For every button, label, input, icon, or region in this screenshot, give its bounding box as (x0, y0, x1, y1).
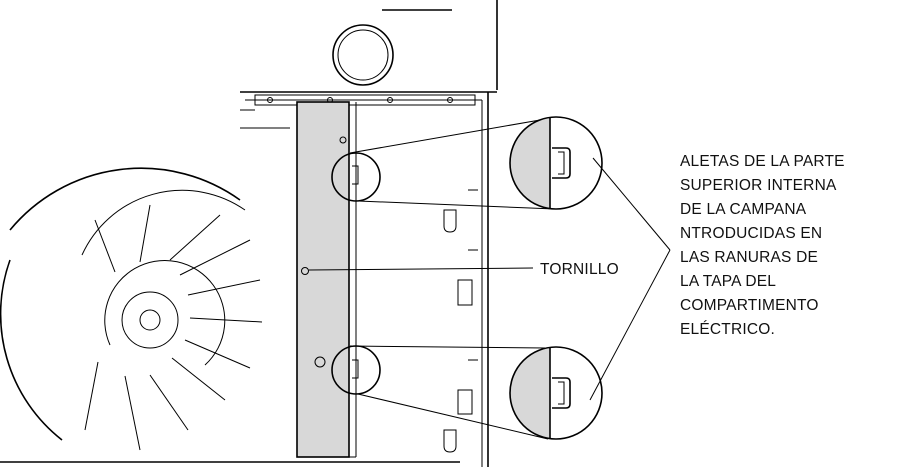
detail-circle-top (509, 116, 603, 210)
detail-circle-bottom (509, 346, 603, 440)
flaps-line-5: LAS RANURAS DE (680, 249, 818, 266)
slot-shapes (443, 189, 478, 453)
hood-flange-strip (296, 101, 357, 458)
housing-outline (240, 0, 498, 467)
flaps-line-1: ALETAS DE LA PARTE (680, 153, 845, 170)
top-rail (240, 94, 476, 129)
screw-callout: TORNILLO (301, 261, 619, 278)
flaps-line-8: ELÉCTRICO. (680, 321, 775, 338)
fan-blades (84, 204, 263, 451)
flaps-leader-lines (589, 157, 671, 401)
flaps-line-3: DE LA CAMPANA (680, 201, 807, 218)
round-outlet (332, 24, 394, 86)
flaps-description: ALETAS DE LA PARTE SUPERIOR INTERNA DE L… (680, 153, 849, 338)
flaps-line-7: COMPARTIMENTO (680, 297, 819, 314)
screw-label: TORNILLO (540, 261, 619, 278)
flaps-line-6: LA TAPA DEL (680, 273, 776, 290)
blower-wheel (0, 167, 263, 451)
magnifier-lines (349, 119, 556, 440)
flaps-line-2: SUPERIOR INTERNA (680, 177, 837, 194)
flaps-line-4: NTRODUCIDAS EN (680, 225, 822, 242)
